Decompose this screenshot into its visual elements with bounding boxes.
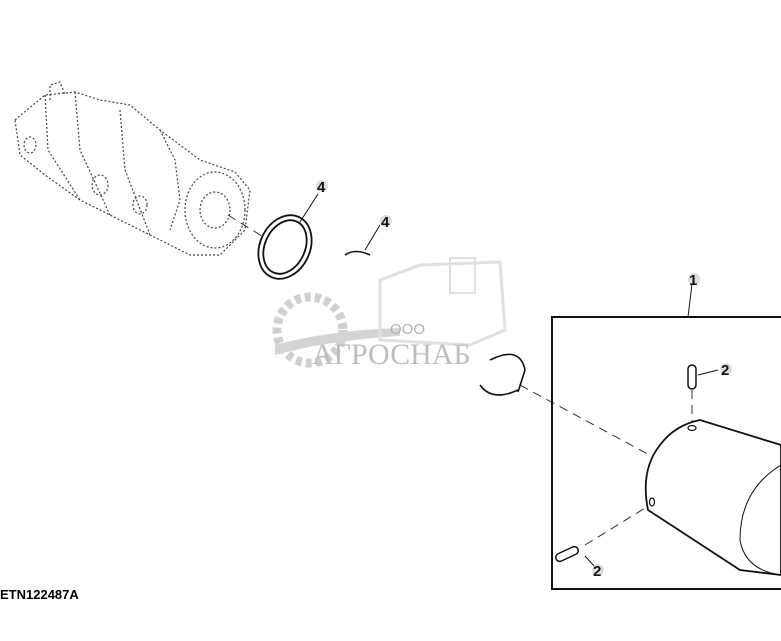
watermark-prefix: ООО bbox=[390, 321, 425, 338]
callout-2a: 2 bbox=[720, 362, 732, 379]
housing-detail bbox=[551, 316, 781, 590]
svg-text:2: 2 bbox=[593, 563, 601, 580]
svg-text:4: 4 bbox=[317, 179, 326, 196]
callout-4a: 4 bbox=[316, 179, 328, 196]
o-ring-large bbox=[257, 214, 313, 280]
leader-lines bbox=[299, 193, 719, 568]
assembly-centerline bbox=[227, 214, 693, 546]
callout-4b: 4 bbox=[380, 214, 392, 231]
figure-reference: ETN122487A bbox=[0, 587, 79, 602]
watermark-name: АГРОСНАБ bbox=[312, 338, 471, 371]
agrosnab-watermark: ООО АГРОСНАБ bbox=[272, 257, 507, 371]
svg-text:2: 2 bbox=[721, 362, 729, 379]
pump-assembly bbox=[14, 81, 251, 256]
svg-text:4: 4 bbox=[381, 214, 390, 231]
svg-text:1: 1 bbox=[689, 272, 697, 289]
callout-1: 1 bbox=[688, 272, 700, 289]
callout-2b: 2 bbox=[592, 563, 604, 580]
o-ring-small bbox=[344, 250, 526, 396]
